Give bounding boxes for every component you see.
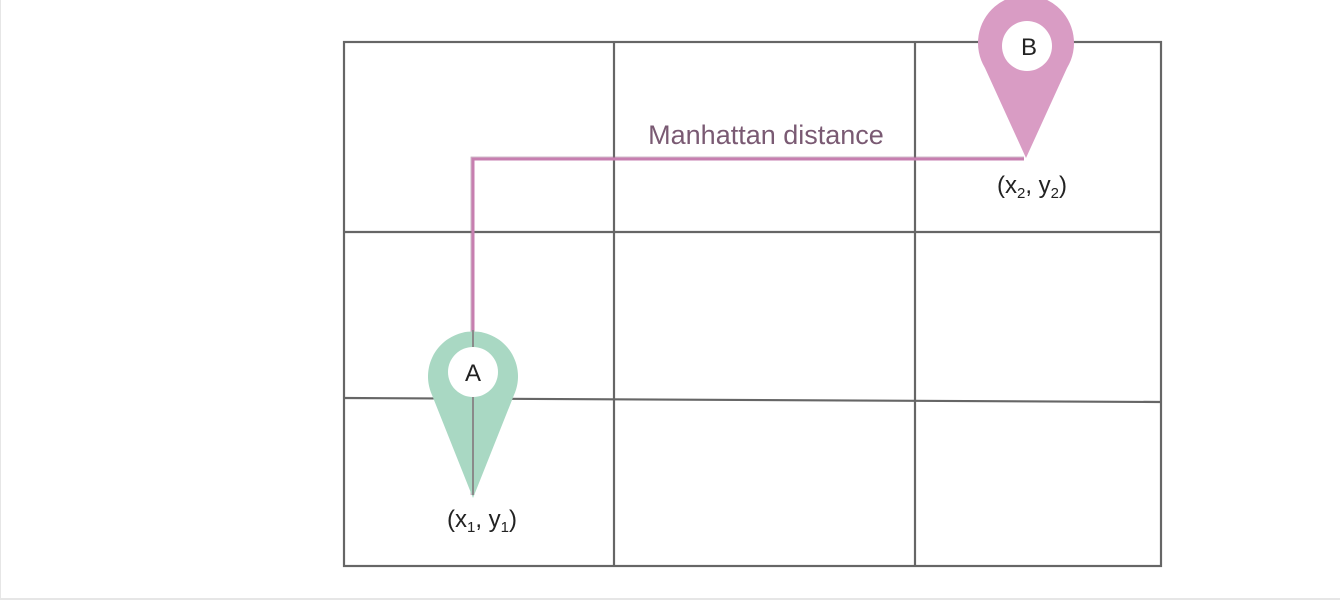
grid-border (342, 40, 1163, 568)
manhattan-distance-label: Manhattan distance (648, 120, 884, 150)
point-b-coordinates: (x2, y2) (997, 172, 1067, 202)
pin-a: A (428, 330, 519, 498)
page-left-edge (0, 0, 1, 600)
pin-b: B (978, 0, 1074, 158)
manhattan-path-shadow (470, 156, 1024, 495)
pin-a-letter: A (465, 360, 481, 387)
pin-b-badge (1002, 21, 1052, 71)
pin-b-letter: B (1021, 34, 1037, 61)
pin-a-badge (448, 347, 498, 397)
page-bottom-edge (0, 598, 1340, 600)
point-a-coordinates: (x1, y1) (447, 506, 517, 536)
manhattan-path (471, 157, 1024, 495)
